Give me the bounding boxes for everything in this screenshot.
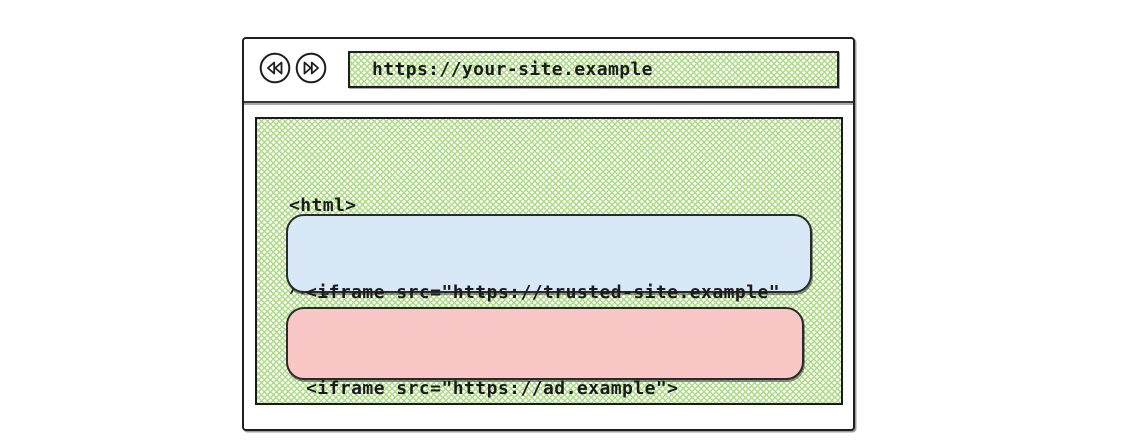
ad-iframe-box: <iframe src="https://ad.example"> [286,307,804,399]
toolbar-divider [244,100,853,105]
back-button[interactable] [259,52,291,84]
url-text: https://your-site.example [372,59,653,80]
code-line-html-tag: <html> [289,195,357,216]
rewind-icon [259,52,291,84]
forward-button[interactable] [295,52,327,84]
ad-iframe-code-line1: <iframe src="https://ad.example"> [306,378,679,399]
address-bar[interactable]: https://your-site.example [348,51,839,88]
trusted-iframe-box: <iframe src="https://trusted-site.exampl… [286,214,812,378]
page-content-area: <html> // your-site.example code <iframe… [255,117,843,405]
browser-window: https://your-site.example <html> // your… [242,37,855,431]
trusted-iframe-code-line1: <iframe src="https://trusted-site.exampl… [306,282,781,303]
fast-forward-icon [295,52,327,84]
